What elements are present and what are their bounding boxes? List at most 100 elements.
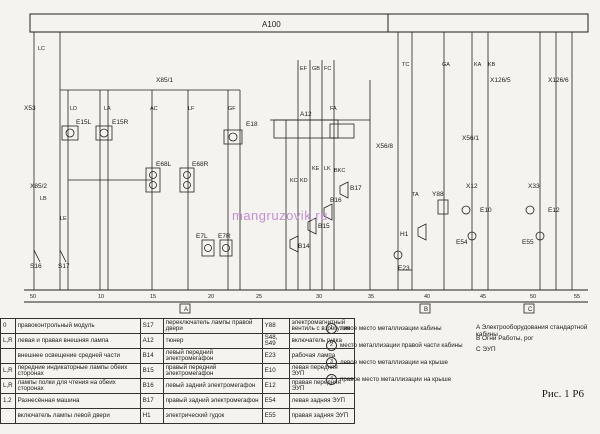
legend-cell: левый передний электромегафон [162,348,263,364]
bus-number: 25 [256,294,262,300]
device-label: E15R [112,119,129,126]
bus-number: 30 [316,294,322,300]
header-block-label: A100 [262,20,281,29]
section-legend-item: B Огни Работы, рог [476,335,534,342]
legend-cell: L,R [0,333,16,349]
lamp-units [61,123,355,257]
wire-label: LB [40,196,47,202]
bus-number: 10 [98,294,104,300]
wire-label: EF [300,66,308,72]
ground-point-text: левое место металлизации на крыше [340,359,448,366]
ground-point-text: левое место металлизации кабины [340,325,442,332]
legend-cell: S48, S49 [261,333,290,349]
wire-label: BKC [334,168,345,174]
wire-label: KA [474,62,482,68]
connector-label: X56/8 [376,143,393,150]
section-legend-item: C ЭУП [476,346,496,353]
wire-label: AC [150,106,158,112]
device-label: E10 [480,207,492,214]
connector-label: X33 [528,183,540,190]
wire-label: FA [330,106,337,112]
sections-legend: A Электрооборудования стандартной кабины… [476,324,600,357]
ground-point-number: 1 [326,323,337,334]
legend-cell: лампы полки для чтения на обеих сторонах [14,378,141,394]
wire-label: KD [300,178,308,184]
speaker-symbols [289,181,427,253]
device-label: A12 [300,111,312,118]
bus-number: 50 [30,294,36,300]
legend-cell: правая задняя ЭУП [288,408,355,424]
legend-cell: B16 [139,378,164,394]
wire-label: TA [412,192,419,198]
device-label: B15 [318,223,330,230]
switch-symbols [33,199,449,263]
legend-cell: внешнее освещение средней части [14,348,141,364]
horizontal-wires [60,89,412,271]
header-block-frame-right [387,13,589,33]
connector-label: X56/1 [462,135,479,142]
device-label: E68R [192,161,209,168]
legend-cell: тюнер [162,333,263,349]
legend-cell: передние индикаторные лампы обеих сторон… [14,363,141,379]
section-marker-label: C [528,307,533,313]
legend-cell: H1 [139,408,164,424]
legend-cell: левая и правая внешняя лампа [14,333,141,349]
device-label: E23 [398,265,410,272]
wire-label: KC [290,178,298,184]
figure-label: Рис. 1 Р6 [541,388,584,400]
section-marker-label: A [184,307,188,313]
ground-point-number: 2 [326,340,337,351]
bus-number: 20 [208,294,214,300]
legend-cell: E54 [261,393,290,409]
legend-cell: E12 [261,378,290,394]
legend-cell: L,R [0,363,16,379]
legend-cell: B14 [139,348,164,364]
device-label: S16 [30,263,42,270]
header-block-frame [29,13,389,33]
section-markers [179,303,535,314]
wire-label: TC [402,62,409,68]
connector-label: X126/6 [548,77,569,84]
device-label: E12 [548,207,560,214]
watermark: mangruzovik.ru [232,208,328,223]
connector-label: X12 [466,183,478,190]
tuner-block [273,119,339,139]
legend-cell: S17 [139,318,164,334]
connector-label: X126/5 [490,77,511,84]
wire-label: LK [324,166,331,172]
wire-label: FC [324,66,331,72]
device-label: B16 [330,197,342,204]
wire-label: GF [228,106,236,112]
legend-cell: 0 [0,318,16,334]
device-label: H1 [400,231,409,238]
wire-label: KB [488,62,496,68]
ground-point-number: 4 [326,374,337,385]
wire-label: GA [442,62,450,68]
device-label: E7L [196,233,208,240]
device-label: E55 [522,239,534,246]
bus-number: 50 [530,294,536,300]
bus-number: 45 [480,294,486,300]
device-label: E54 [456,239,468,246]
bus-number: 40 [424,294,430,300]
legend-cell: E55 [261,408,290,424]
connector-label: X85/2 [30,183,47,190]
section-legend-item: A Электрооборудования стандартной кабины [476,324,588,338]
legend-cell: правый передний электромегафон [162,363,263,379]
legend-cell: E10 [261,363,290,379]
device-label: S17 [58,263,70,270]
legend-cell: 1.2 [0,393,16,409]
schematic-canvas: A100 [24,13,589,314]
wire-label: LE [60,216,67,222]
